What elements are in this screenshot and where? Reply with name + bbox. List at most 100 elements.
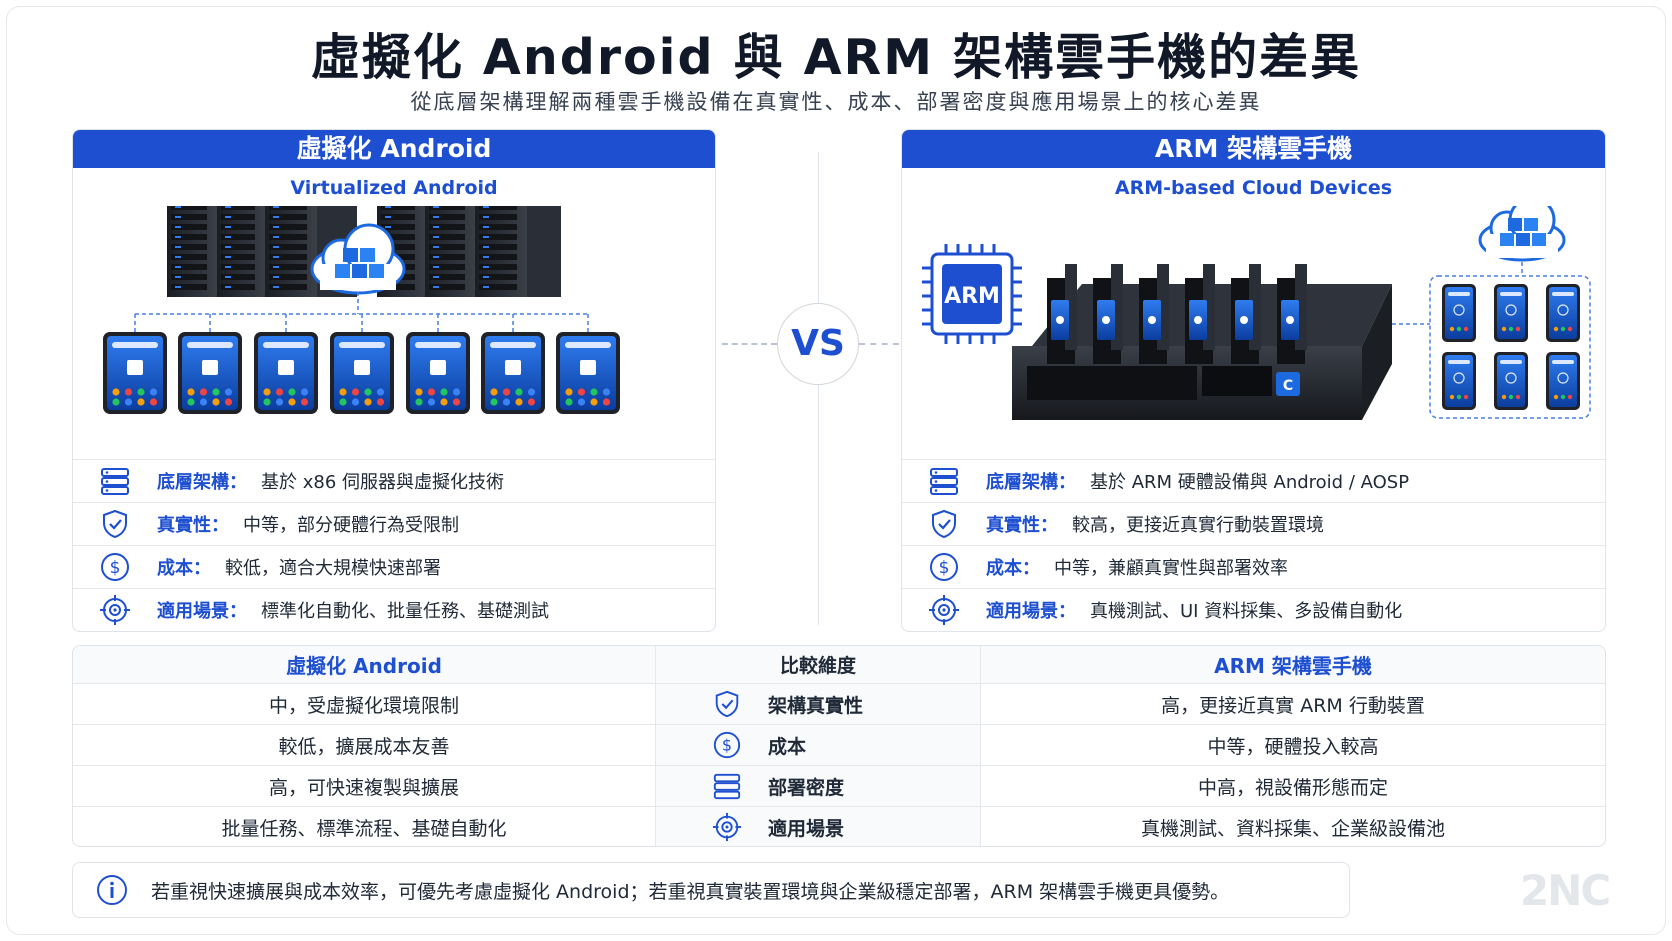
server-slot xyxy=(429,244,465,250)
server-led xyxy=(433,276,439,278)
svg-text:$: $ xyxy=(722,736,732,755)
server-led xyxy=(225,286,231,288)
server-led xyxy=(175,226,181,228)
arm-board xyxy=(1047,264,1077,364)
feature-key: 成本： xyxy=(986,558,1040,579)
feature-authenticity: 真實性：較高，更接近真實行動裝置環境 xyxy=(902,502,1605,545)
server-slot xyxy=(221,284,255,290)
server-led xyxy=(483,286,489,288)
server-slot xyxy=(429,214,465,220)
arm-board xyxy=(1231,264,1261,364)
server-led xyxy=(483,256,489,258)
server-slot xyxy=(171,254,207,260)
server-led xyxy=(483,226,489,228)
server-led xyxy=(273,216,279,218)
server-led xyxy=(175,246,181,248)
server-slot xyxy=(221,254,255,260)
server-slot xyxy=(429,204,465,210)
vs-badge: VS xyxy=(777,303,859,385)
server-slot xyxy=(269,224,307,230)
table-row: 較低，擴展成本友善 $ 成本 中等，硬體投入較高 xyxy=(73,724,1605,765)
feature-value: 標準化自動化、批量任務、基礎測試 xyxy=(261,601,549,622)
server-led xyxy=(433,216,439,218)
server-slot xyxy=(171,214,207,220)
server-led xyxy=(175,256,181,258)
server-led xyxy=(273,286,279,288)
server-led xyxy=(175,266,181,268)
table-cell-arm: 高，更接近真實 ARM 行動裝置 xyxy=(1161,694,1425,717)
info-icon xyxy=(97,875,127,905)
table-header-row: 虛擬化 Android 比較維度 ARM 架構雲手機 xyxy=(73,646,1605,683)
feature-value: 較低，適合大規模快速部署 xyxy=(225,558,441,579)
server-led xyxy=(225,226,231,228)
server-slot xyxy=(381,204,415,210)
server-slot xyxy=(269,284,307,290)
virtual-phones xyxy=(103,332,620,414)
table-cell-arm: 真機測試、資料採集、企業級設備池 xyxy=(1140,817,1445,840)
server-led xyxy=(483,206,489,208)
server-slot xyxy=(221,274,255,280)
arm-board xyxy=(1185,264,1215,364)
note-text: 若重視快速擴展與成本效率，可優先考慮虛擬化 Android；若重視真實裝置環境與… xyxy=(151,880,1230,903)
arm-phone-boards xyxy=(1047,264,1307,364)
arm-chip-icon: ARM xyxy=(922,244,1022,344)
brand-mark: C xyxy=(1283,378,1293,394)
server-led xyxy=(175,276,181,278)
server-slot xyxy=(479,264,517,270)
server-slot xyxy=(479,284,517,290)
phone-icon xyxy=(1546,284,1580,342)
dollar-icon: $ xyxy=(101,553,129,581)
server-slot xyxy=(171,284,207,290)
server-led xyxy=(175,206,181,208)
feature-architecture: 底層架構：基於 ARM 硬體設備與 Android / AOSP xyxy=(902,459,1605,502)
feature-value: 中等，兼顧真實性與部署效率 xyxy=(1054,558,1288,579)
target-icon xyxy=(712,812,742,842)
server-led xyxy=(483,246,489,248)
target-icon xyxy=(100,595,130,625)
server-led xyxy=(483,276,489,278)
feature-use-cases: 適用場景： 標準化自動化、批量任務、基礎測試 xyxy=(73,588,715,631)
server-slot xyxy=(479,254,517,260)
server-led xyxy=(433,266,439,268)
server-led xyxy=(225,216,231,218)
server-led xyxy=(433,206,439,208)
table-cell-dimension: 適用場景 xyxy=(655,807,981,846)
virtualized-android-panel: 虛擬化 Android Virtualized Android xyxy=(72,129,716,632)
table-cell-dimension: $ 成本 xyxy=(655,725,981,765)
server-led xyxy=(483,236,489,238)
virtualization-diagram xyxy=(103,194,620,414)
server-slot xyxy=(429,224,465,230)
dimension-label: 成本 xyxy=(768,735,807,758)
table-header-dimension: 比較維度 xyxy=(655,646,981,683)
feature-value: 中等，部分硬體行為受限制 xyxy=(243,515,459,536)
panel-title: ARM 架構雲手機 xyxy=(902,130,1605,168)
server-led xyxy=(433,236,439,238)
server-slot xyxy=(381,214,415,220)
server-led xyxy=(483,266,489,268)
server-slot xyxy=(171,204,207,210)
recommendation-note: 若重視快速擴展與成本效率，可優先考慮虛擬化 Android；若重視真實裝置環境與… xyxy=(72,862,1350,918)
table-row: 批量任務、標準流程、基礎自動化 適用場景 真機測試、資料採集、企業級設備池 xyxy=(73,806,1605,846)
server-led xyxy=(433,286,439,288)
feature-key: 底層架構： xyxy=(157,472,247,493)
feature-key: 適用場景： xyxy=(157,601,247,622)
feature-key: 適用場景： xyxy=(986,601,1076,622)
server-slot xyxy=(479,224,517,230)
server-led xyxy=(273,276,279,278)
server-icon xyxy=(101,468,129,495)
center-divider xyxy=(818,152,819,625)
cloud-icon xyxy=(1478,196,1566,262)
brand-logo: 2NC xyxy=(1520,866,1611,915)
panel-title: 虛擬化 Android xyxy=(73,130,715,168)
page-title: 虛擬化 Android 與 ARM 架構雲手機的差異 xyxy=(310,29,1362,86)
server-slot xyxy=(269,214,307,220)
dollar-icon: $ xyxy=(713,731,741,759)
server-slot xyxy=(171,234,207,240)
comparison-table: 虛擬化 Android 比較維度 ARM 架構雲手機 中，受虛擬化環境限制 架構… xyxy=(72,645,1606,847)
feature-key: 底層架構： xyxy=(986,472,1076,493)
phone-icon xyxy=(556,332,620,414)
server-slot xyxy=(269,254,307,260)
server-led xyxy=(273,246,279,248)
server-slot xyxy=(429,264,465,270)
arm-cloud-phone-panel: ARM 架構雲手機 ARM-based Cloud Devices ARM xyxy=(901,129,1606,632)
